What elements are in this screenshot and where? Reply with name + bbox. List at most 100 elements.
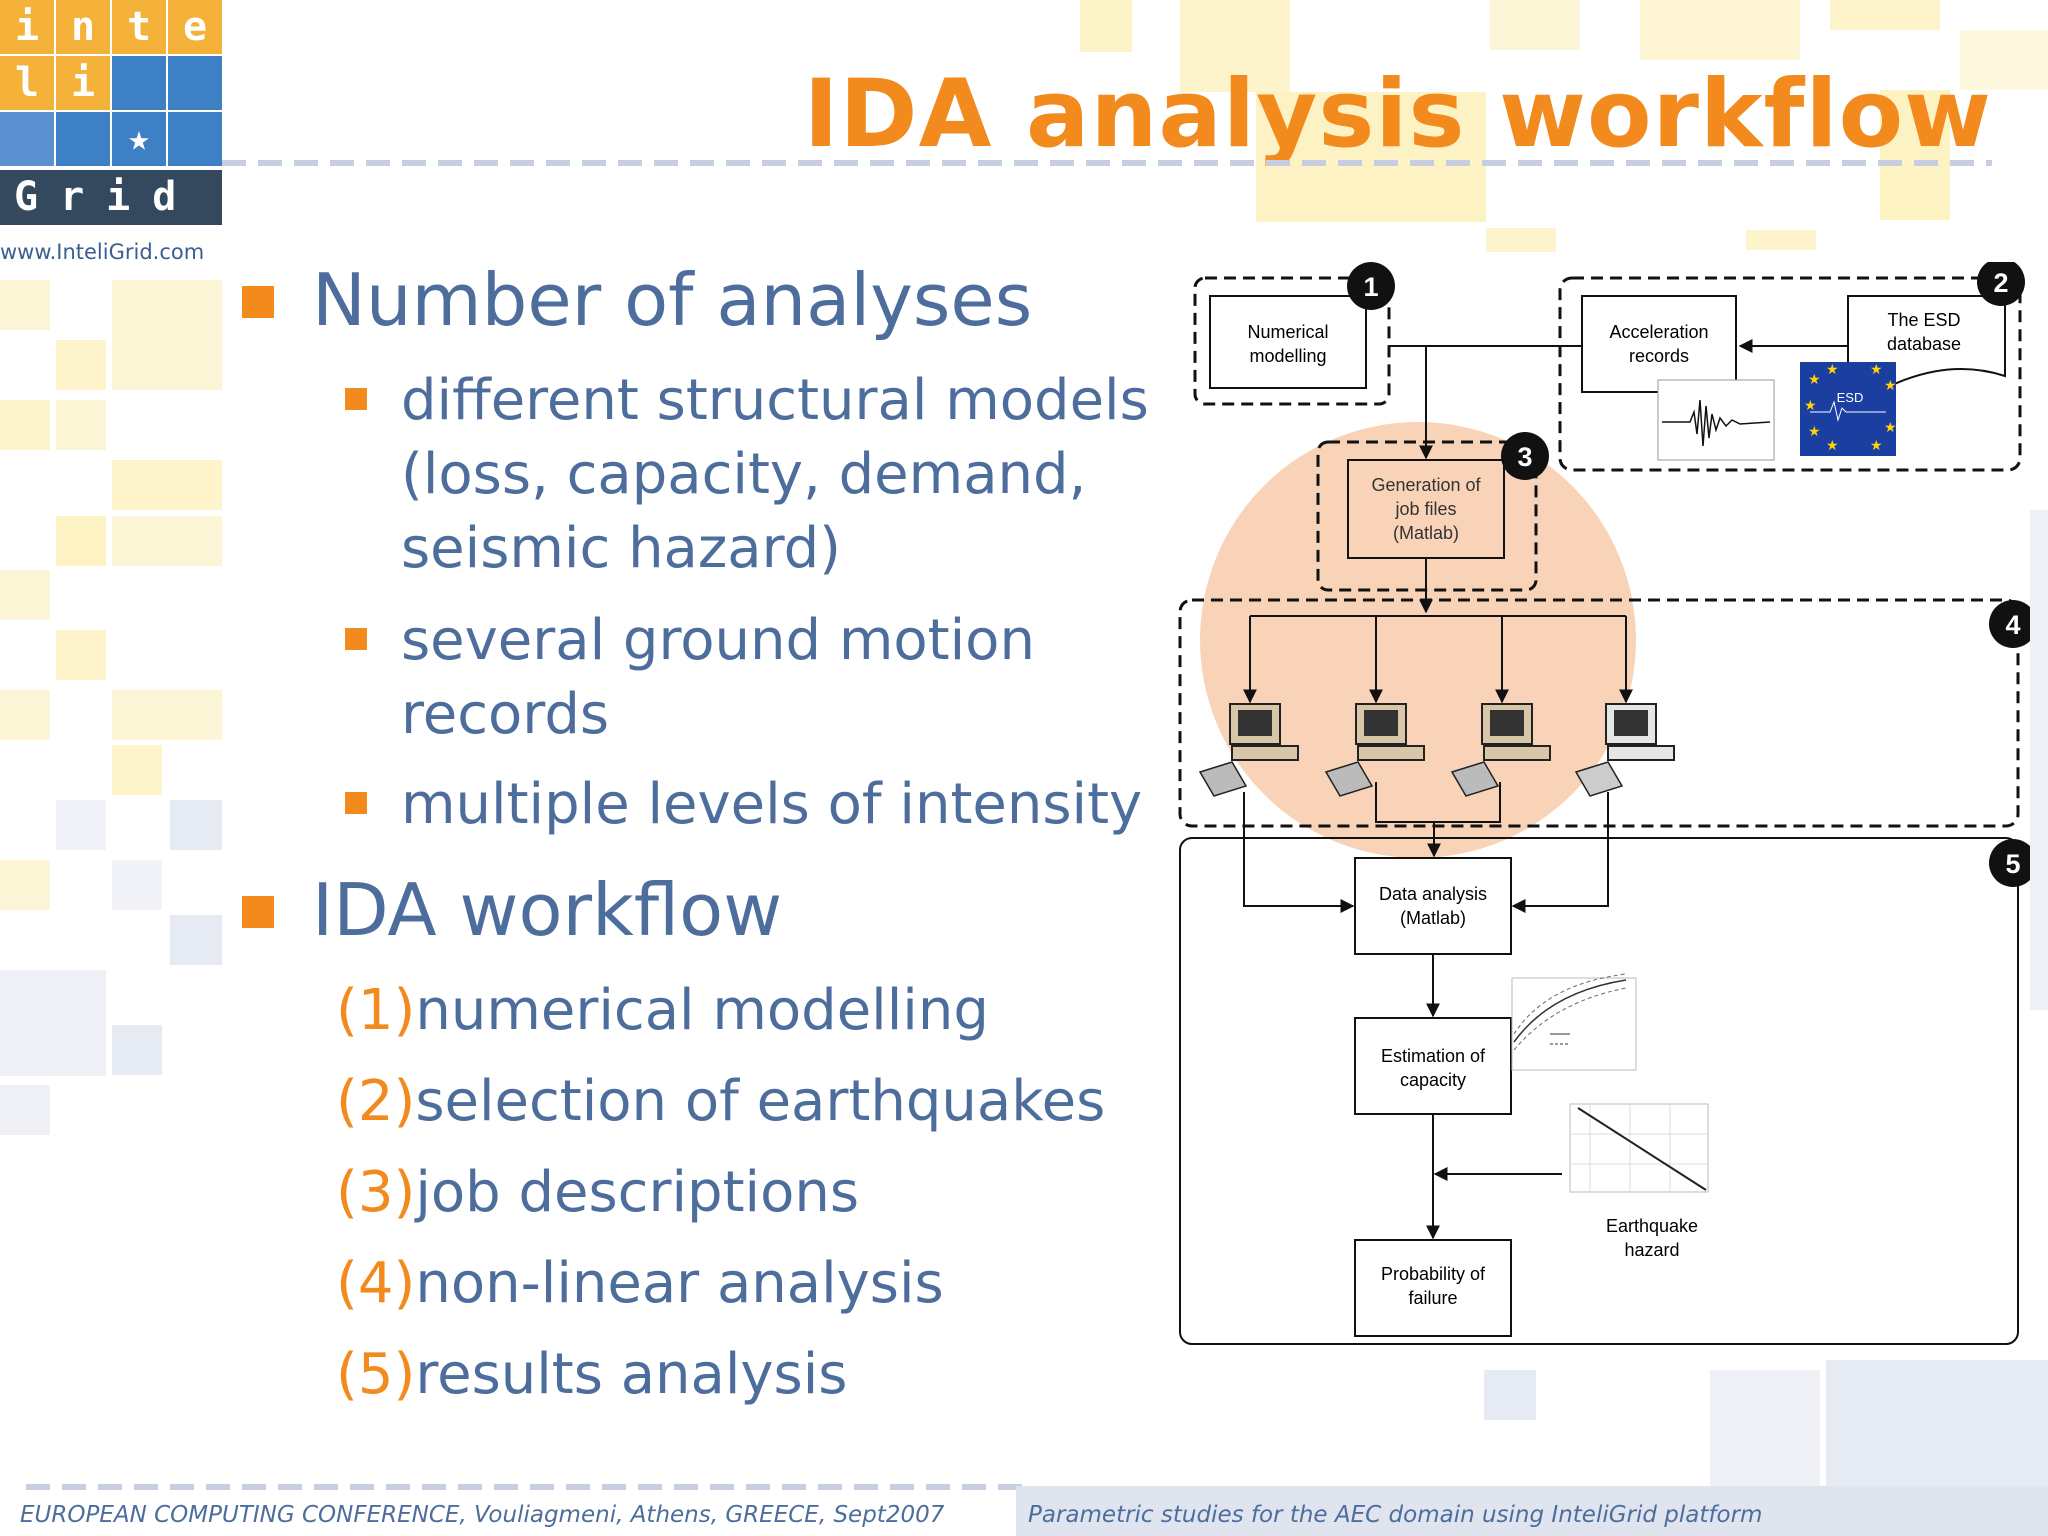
connector	[1243, 792, 1355, 913]
data-analysis-label: Data analysis	[1379, 884, 1487, 904]
logo-letter: i	[56, 56, 110, 110]
numerical-modelling-box	[1209, 295, 1367, 389]
esd-flag-wave-icon	[1810, 400, 1886, 422]
bullet-marker	[345, 628, 367, 650]
star-icon: ★	[112, 112, 166, 166]
workflow-step: (4)non-linear analysis	[336, 1251, 944, 1316]
item-line: different structural models	[401, 368, 1149, 433]
logo-letter: t	[112, 0, 166, 54]
page-title: IDA analysis workflow	[803, 60, 1992, 169]
logo-tile	[112, 56, 166, 110]
footer-divider	[26, 1484, 1026, 1490]
workflow-step: (1)numerical modelling	[336, 978, 989, 1043]
computer-icon	[1574, 703, 1675, 797]
logo-letter: n	[56, 0, 110, 54]
svg-text:★: ★	[1808, 423, 1821, 439]
bullet-marker	[345, 388, 367, 410]
badge-4	[1989, 600, 2030, 648]
capacity-curve-thumbnail	[1511, 973, 1637, 1071]
data-analysis-label: (Matlab)	[1400, 908, 1466, 928]
inteligrid-logo: i n t e l i ★ Grid	[0, 0, 222, 225]
generation-label: (Matlab)	[1393, 523, 1459, 543]
hazard-curve-thumbnail	[1569, 1103, 1709, 1193]
badge-3	[1501, 432, 1549, 480]
numerical-modelling-label: Numerical	[1247, 322, 1328, 342]
bullet-marker	[242, 896, 274, 928]
badge-3-label: 3	[1517, 442, 1532, 472]
heading-number-of-analyses: Number of analyses	[312, 258, 1033, 342]
esd-database-label: The ESD	[1887, 310, 1960, 330]
footer-banner: Parametric studies for the AEC domain us…	[1016, 1486, 2048, 1536]
badge-5	[1989, 839, 2030, 887]
svg-text:★: ★	[1870, 437, 1883, 453]
footer-conference: EUROPEAN COMPUTING CONFERENCE, Vouliagme…	[20, 1502, 945, 1528]
badge-1	[1347, 262, 1395, 310]
step-text: job descriptions	[415, 1160, 860, 1225]
earthquake-hazard-label: hazard	[1624, 1240, 1679, 1260]
item-line: seismic hazard)	[401, 516, 842, 581]
seismogram-thumbnail	[1657, 379, 1775, 461]
probability-label: Probability of	[1381, 1264, 1486, 1284]
esd-database-label: database	[1887, 334, 1961, 354]
group-1-frame	[1193, 276, 1391, 406]
acceleration-records-label: records	[1629, 346, 1689, 366]
badge-5-label: 5	[2005, 849, 2020, 879]
esd-eu-flag-icon	[1800, 362, 1896, 456]
connector	[1375, 782, 1501, 823]
logo-tile	[168, 112, 222, 166]
connector	[1511, 792, 1609, 913]
item-line: records	[401, 682, 610, 747]
workflow-step: (5)results analysis	[336, 1342, 847, 1407]
svg-text:★: ★	[1826, 437, 1839, 453]
svg-text:★: ★	[1884, 419, 1897, 435]
step-number: (4)	[336, 1251, 416, 1316]
logo-letter: i	[0, 0, 54, 54]
badge-1-label: 1	[1363, 272, 1378, 302]
generation-label: job files	[1394, 499, 1456, 519]
computer-icon	[1198, 703, 1299, 797]
badge-2	[1977, 262, 2025, 306]
title-divider	[222, 160, 1992, 166]
logo-letter: l	[0, 56, 54, 110]
item-line: (loss, capacity, demand,	[401, 442, 1087, 507]
logo-grid-word: Grid	[0, 170, 222, 225]
step-text: non-linear analysis	[415, 1251, 944, 1316]
workflow-step: (3)job descriptions	[336, 1160, 859, 1225]
acceleration-records-box	[1581, 295, 1737, 393]
workflow-step: (2)selection of earthquakes	[336, 1069, 1105, 1134]
esd-flag-label: ESD	[1837, 390, 1864, 405]
logo-tile	[0, 112, 54, 166]
svg-text:★: ★	[1808, 371, 1821, 387]
step-text: selection of earthquakes	[415, 1069, 1106, 1134]
footer-presentation-title: Parametric studies for the AEC domain us…	[1028, 1502, 1763, 1528]
step-number: (2)	[336, 1069, 416, 1134]
svg-text:★: ★	[1884, 377, 1897, 393]
computer-icon	[1450, 703, 1551, 797]
eu-stars-icon: ★★★ ★★★ ★★★	[1804, 361, 1897, 453]
probability-box	[1354, 1239, 1512, 1337]
website-link[interactable]: www.InteliGrid.com	[0, 240, 205, 264]
group-5-frame	[1179, 837, 2019, 1345]
step-text: results analysis	[415, 1342, 848, 1407]
logo-letter: e	[168, 0, 222, 54]
estimation-label: capacity	[1400, 1070, 1466, 1090]
probability-label: failure	[1408, 1288, 1457, 1308]
badge-4-label: 4	[2005, 610, 2020, 640]
step-text: numerical modelling	[415, 978, 989, 1043]
group-4-frame	[1178, 598, 2020, 828]
numerical-modelling-label: modelling	[1249, 346, 1326, 366]
svg-text:★: ★	[1826, 361, 1839, 377]
step-number: (5)	[336, 1342, 416, 1407]
data-analysis-box	[1354, 857, 1512, 955]
workflow-diagram: Numerical modelling 1 Acceleration recor…	[1178, 262, 2030, 1345]
group-2-frame	[1558, 276, 2022, 472]
svg-text:★: ★	[1804, 397, 1817, 413]
svg-text:★: ★	[1870, 361, 1883, 377]
seismogram-wave-icon	[1662, 399, 1771, 447]
logo-tile	[168, 56, 222, 110]
logo-tile	[56, 112, 110, 166]
item-line: multiple levels of intensity	[401, 772, 1143, 837]
item-line: several ground motion	[401, 608, 1035, 673]
estimation-label: Estimation of	[1381, 1046, 1486, 1066]
bullet-marker	[345, 792, 367, 814]
